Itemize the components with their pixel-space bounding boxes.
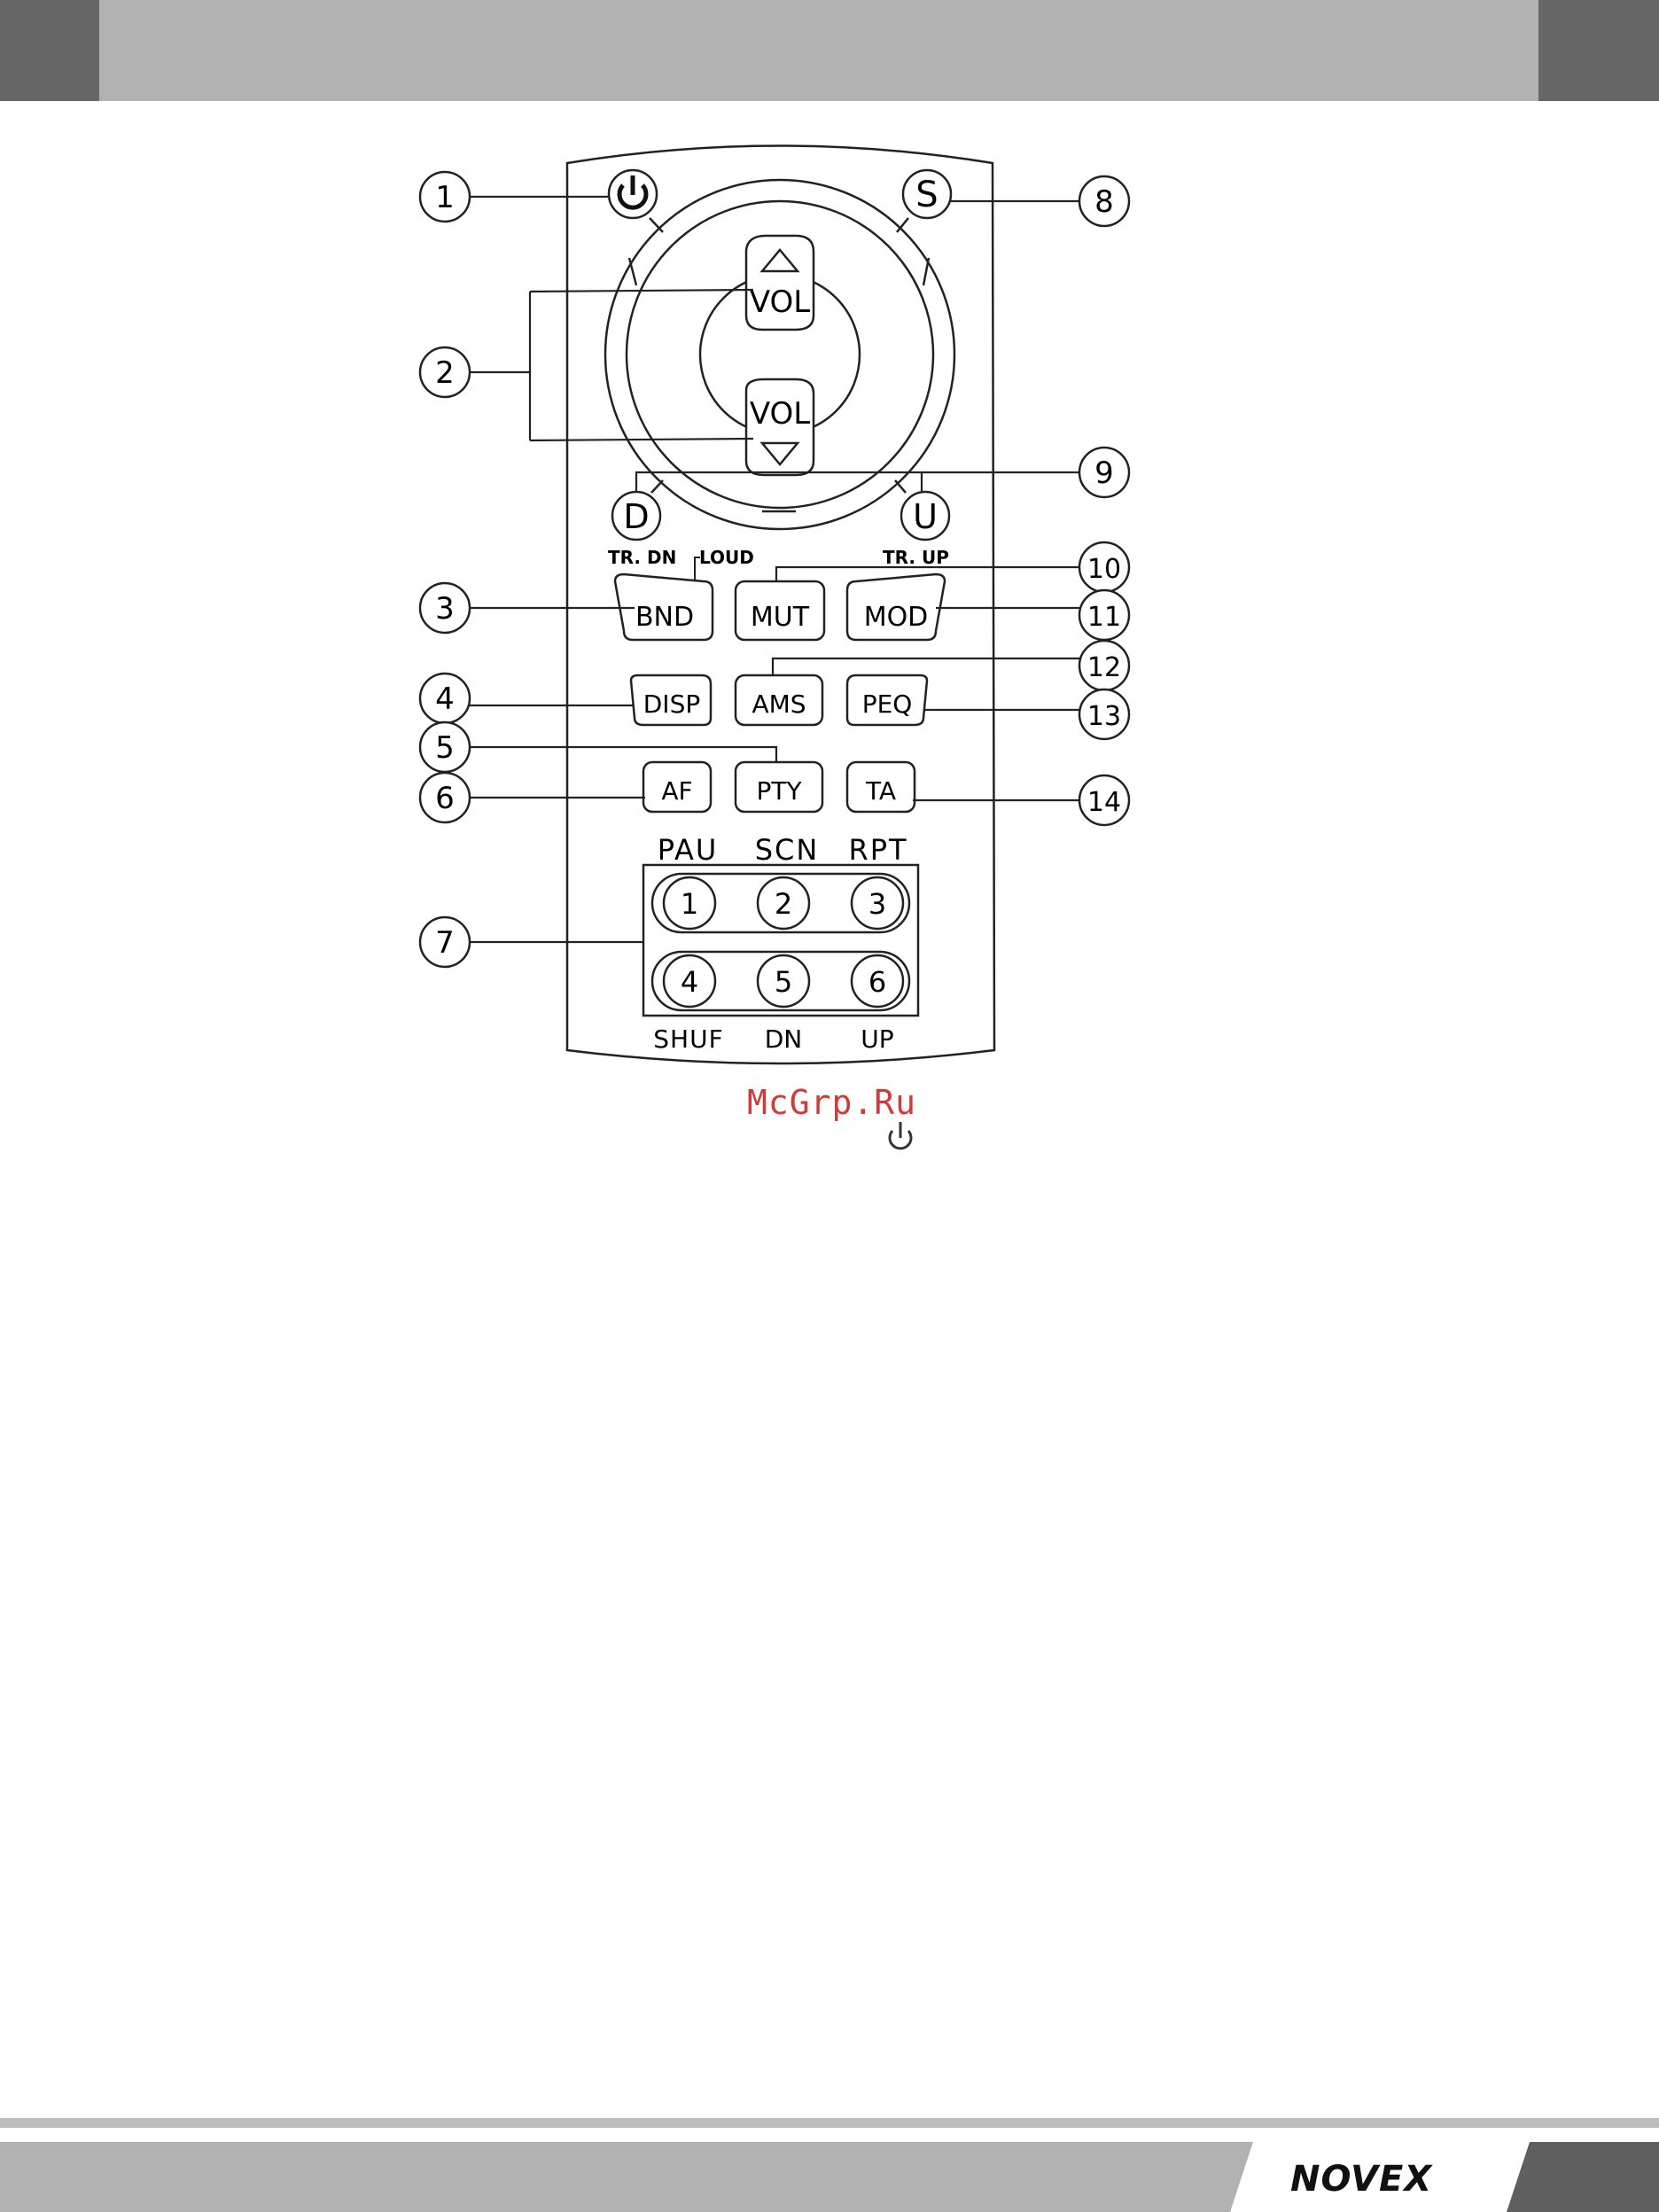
num-4-label: 4 xyxy=(681,965,698,999)
rpt-label: RPT xyxy=(848,833,907,867)
bnd-label: BND xyxy=(635,602,694,633)
af-label: AF xyxy=(661,776,692,806)
callout-9-label: 9 xyxy=(1094,456,1114,491)
callout-1-label: 1 xyxy=(435,180,455,215)
vol-up-label: VOL xyxy=(750,284,810,320)
callout-10-label: 10 xyxy=(1087,554,1121,585)
callout-11-label: 11 xyxy=(1087,602,1121,633)
u-label: U xyxy=(913,497,938,536)
pty-label: PTY xyxy=(756,776,802,806)
callout-14-label: 14 xyxy=(1087,787,1121,818)
callout-4-label: 4 xyxy=(435,682,455,717)
tr-up-label: TR. UP xyxy=(883,547,949,568)
watermark: McGrp.Ru xyxy=(747,1083,916,1122)
callout-6-label: 6 xyxy=(435,781,455,816)
pau-label: PAU xyxy=(658,833,719,867)
scn-label: SCN xyxy=(755,833,820,867)
dn-label: DN xyxy=(765,1024,803,1054)
footer-line xyxy=(0,2118,1659,2128)
disp-label: DISP xyxy=(643,689,700,719)
mod-label: MOD xyxy=(864,602,929,633)
mut-label: MUT xyxy=(751,602,810,633)
power-icon-small xyxy=(890,1122,911,1149)
callout-12-label: 12 xyxy=(1087,652,1121,683)
brand-logo: NOVEX xyxy=(1290,2159,1432,2200)
callout-13-label: 13 xyxy=(1087,701,1121,732)
vol-down-label: VOL xyxy=(750,396,810,432)
s-label: S xyxy=(915,175,938,215)
peq-label: PEQ xyxy=(862,689,913,719)
tr-dn-label: TR. DN xyxy=(608,547,676,568)
callout-3-label: 3 xyxy=(435,591,455,627)
callout-7-label: 7 xyxy=(435,925,455,961)
num-1-label: 1 xyxy=(681,887,698,921)
num-2-label: 2 xyxy=(775,887,792,921)
shuf-label: SHUF xyxy=(653,1024,723,1054)
loud-label: LOUD xyxy=(699,547,754,568)
outer-ring xyxy=(605,180,954,529)
ams-label: AMS xyxy=(752,689,806,719)
callout-8-label: 8 xyxy=(1094,184,1114,220)
num-3-label: 3 xyxy=(868,887,886,921)
callout-5-label: 5 xyxy=(435,730,455,766)
callout-2-label: 2 xyxy=(435,355,455,391)
num-6-label: 6 xyxy=(868,965,886,999)
num-5-label: 5 xyxy=(775,965,792,999)
ta-label: TA xyxy=(865,776,896,806)
footer-band xyxy=(0,2142,1253,2212)
up-label: UP xyxy=(861,1024,893,1054)
footer-dark-block xyxy=(1507,2142,1659,2212)
d-label: D xyxy=(623,497,649,536)
